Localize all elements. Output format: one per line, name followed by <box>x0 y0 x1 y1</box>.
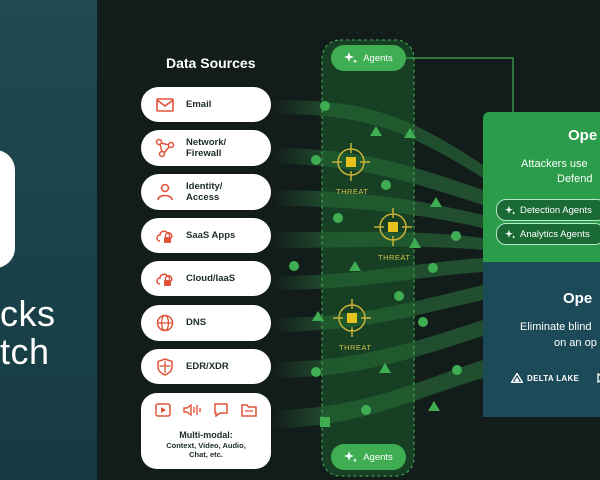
delta-lake-logo: DELTA LAKE <box>511 373 579 383</box>
envelope-icon <box>154 94 176 116</box>
agents-label: Agents <box>363 52 393 64</box>
delta-lake-label: DELTA LAKE <box>527 373 580 383</box>
agents-top-button[interactable]: Agents <box>331 45 406 71</box>
chip-label: Detection Agents <box>520 204 592 216</box>
source-email[interactable]: Email <box>141 87 271 122</box>
folder-icon <box>241 403 257 422</box>
sparkle-icon <box>505 205 516 216</box>
delta-icon <box>511 373 523 383</box>
source-edr-xdr[interactable]: EDR/XDR <box>141 349 271 384</box>
sparkle-icon <box>505 229 516 240</box>
shield-icon <box>154 356 176 378</box>
source-saas-apps[interactable]: SaaS Apps <box>141 218 271 253</box>
source-dns[interactable]: DNS <box>141 305 271 341</box>
brand-logo <box>0 150 15 268</box>
multimodal-icons <box>155 403 257 422</box>
multimodal-title: Multi-modal: <box>179 430 233 440</box>
threat-target-3 <box>333 299 371 337</box>
network-icon <box>154 137 176 159</box>
threat-label-2: THREAT <box>378 253 411 262</box>
agents-label: Agents <box>363 451 393 463</box>
globe-icon <box>154 312 176 334</box>
card-text-line2: on an op <box>554 337 597 349</box>
open-security-card: Ope Attackers use Defend Detection Agent… <box>483 112 600 262</box>
video-icon <box>155 403 171 422</box>
agents-bottom-button[interactable]: Agents <box>331 444 406 470</box>
data-sources-title: Data Sources <box>166 55 256 71</box>
flow-particles <box>289 101 462 427</box>
source-label: DNS <box>186 317 207 329</box>
card-text-line1: Attackers use <box>521 158 588 170</box>
sparkle-icon <box>344 51 358 65</box>
threat-target-2 <box>374 208 412 246</box>
source-label: Email <box>186 98 212 110</box>
cloud-lock-icon <box>154 225 176 247</box>
brand-name-line2: tch <box>0 331 50 372</box>
flow-bands <box>272 100 483 428</box>
source-label: EDR/XDR <box>186 360 229 372</box>
agents-connector-line <box>406 57 514 112</box>
sparkle-icon <box>344 450 358 464</box>
card-title: Ope <box>563 290 593 307</box>
source-multimodal[interactable]: Multi-modal: Context, Video, Audio, Chat… <box>141 393 271 469</box>
analytics-agents-chip[interactable]: Analytics Agents <box>496 223 600 245</box>
cloud-lock-icon <box>154 268 176 290</box>
open-data-card: Ope Eliminate blind on an op DELTA LAKE <box>483 262 600 417</box>
chip-label: Analytics Agents <box>520 228 590 240</box>
card-text-line1: Eliminate blind <box>520 321 592 333</box>
source-label: SaaS Apps <box>186 229 236 241</box>
agents-column <box>321 39 415 477</box>
threat-label-3: THREAT <box>339 343 372 352</box>
source-label: Identity/ Access <box>186 180 223 203</box>
multimodal-subtitle: Context, Video, Audio, Chat, etc. <box>166 441 246 460</box>
card-title: Ope <box>568 127 598 144</box>
card-text-line2: Defend <box>557 173 593 185</box>
user-icon <box>154 181 176 203</box>
source-identity-access[interactable]: Identity/ Access <box>141 174 271 210</box>
brand-panel: cks tch <box>0 0 97 480</box>
chat-icon <box>213 403 229 422</box>
source-cloud-iaas[interactable]: Cloud/IaaS <box>141 261 271 296</box>
partial-logo-icon <box>597 373 600 383</box>
threat-label-1: THREAT <box>336 187 369 196</box>
source-network-firewall[interactable]: Network/ Firewall <box>141 130 271 166</box>
source-label: Cloud/IaaS <box>186 272 236 284</box>
detection-agents-chip[interactable]: Detection Agents <box>496 199 600 221</box>
threat-target-1 <box>332 143 370 181</box>
audio-icon <box>183 403 201 422</box>
brand-name-line1: cks <box>0 293 56 334</box>
source-label: Network/ Firewall <box>186 136 227 159</box>
